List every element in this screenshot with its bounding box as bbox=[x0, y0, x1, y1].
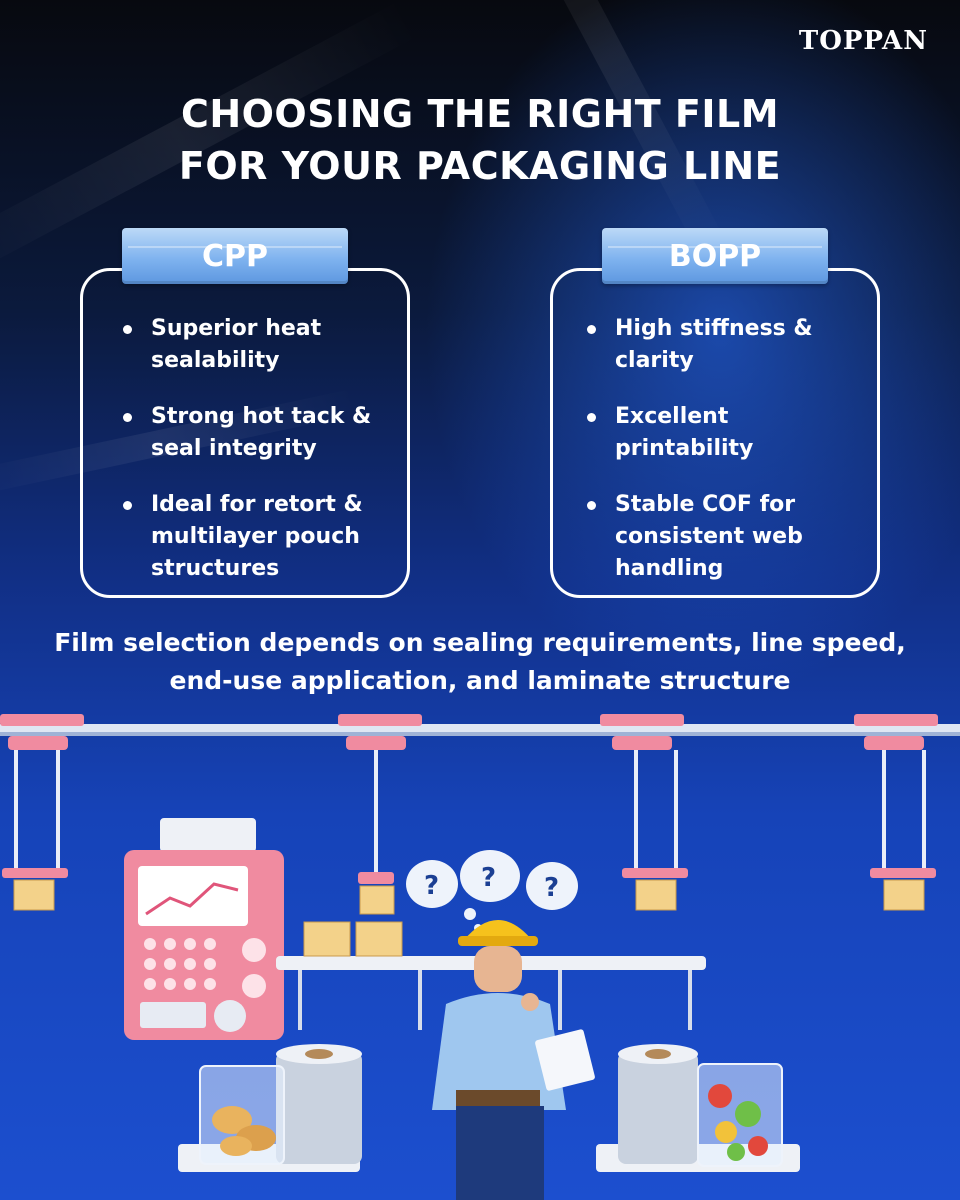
cpp-label-board: CPP bbox=[122, 228, 348, 284]
bopp-label-board: BOPP bbox=[602, 228, 828, 284]
overhead-conveyor-icon bbox=[0, 714, 960, 915]
bopp-label: BOPP bbox=[668, 238, 762, 274]
worker-with-clipboard-icon bbox=[432, 920, 595, 1200]
bopp-bullet: High stiffness &clarity bbox=[585, 313, 870, 377]
note-line-2: end-use application, and laminate struct… bbox=[169, 666, 791, 695]
question-mark: ? bbox=[544, 873, 559, 903]
cpp-label: CPP bbox=[202, 238, 268, 274]
packaging-line-illustration: ? ? ? bbox=[0, 714, 960, 1200]
note-line-1: Film selection depends on sealing requir… bbox=[54, 628, 906, 657]
question-bubbles: ? ? ? bbox=[406, 850, 578, 932]
title-line-1: CHOOSING THE RIGHT FILM bbox=[180, 92, 780, 136]
page-title: CHOOSING THE RIGHT FILM FOR YOUR PACKAGI… bbox=[0, 88, 960, 192]
selection-note: Film selection depends on sealing requir… bbox=[0, 624, 960, 700]
salad-pouch-icon bbox=[697, 1063, 783, 1167]
bread-pouch-icon bbox=[199, 1065, 285, 1165]
question-mark: ? bbox=[481, 863, 496, 893]
title-line-2: FOR YOUR PACKAGING LINE bbox=[178, 144, 782, 188]
brand-logo: TOPPAN bbox=[798, 26, 928, 56]
packaging-machine-icon bbox=[124, 818, 284, 1040]
cpp-bullet: Strong hot tack &seal integrity bbox=[121, 401, 401, 465]
question-mark: ? bbox=[424, 871, 439, 901]
